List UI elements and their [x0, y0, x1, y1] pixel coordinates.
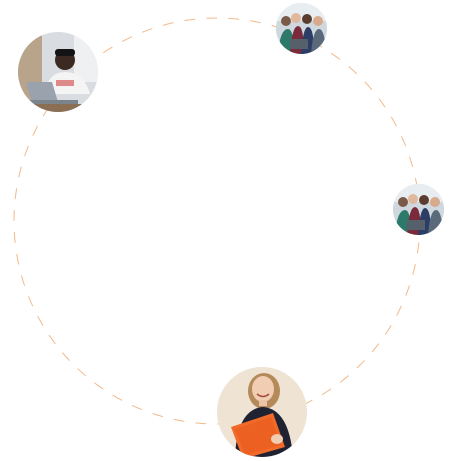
group-avatar-top — [276, 3, 327, 54]
group-photo-icon — [276, 3, 327, 54]
smiling-woman-with-folder-photo-icon — [217, 367, 307, 457]
student-with-laptop-photo-icon — [18, 32, 98, 112]
group-photo-icon — [393, 184, 444, 235]
woman-folder-avatar — [217, 367, 307, 457]
student-laptop-avatar — [18, 32, 98, 112]
group-avatar-right — [393, 184, 444, 235]
